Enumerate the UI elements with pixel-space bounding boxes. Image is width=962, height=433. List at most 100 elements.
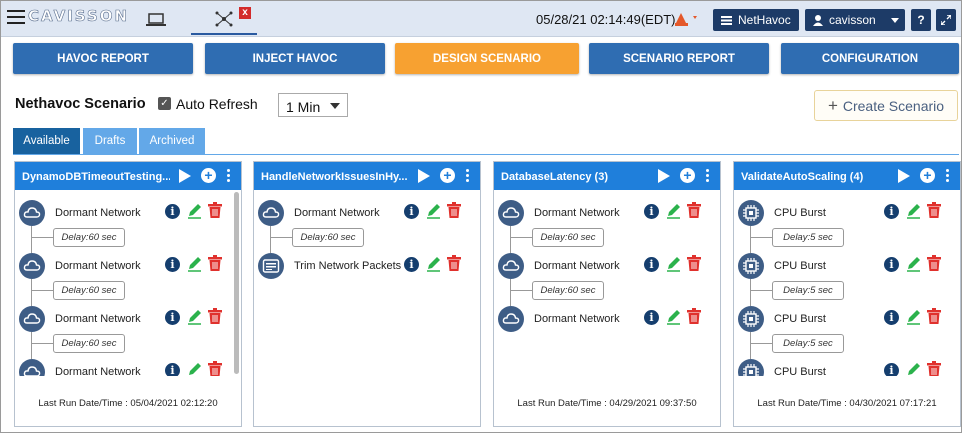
info-icon[interactable]: i <box>165 204 180 219</box>
scrollbar[interactable] <box>234 192 239 374</box>
refresh-interval-select[interactable]: 1 Min <box>278 93 348 117</box>
expand-icon <box>941 15 951 25</box>
card-title[interactable]: DatabaseLatency (3) <box>501 171 608 183</box>
connector-line <box>750 343 772 344</box>
edit-icon[interactable] <box>665 308 682 330</box>
edit-icon[interactable] <box>186 361 203 376</box>
delete-icon[interactable] <box>207 202 223 224</box>
delay-badge[interactable]: Delay:5 sec <box>772 228 844 247</box>
delete-icon[interactable] <box>207 308 223 330</box>
user-menu-button[interactable]: cavisson <box>805 9 905 31</box>
info-icon[interactable]: i <box>644 310 659 325</box>
auto-refresh-label: Auto Refresh <box>176 96 258 112</box>
info-icon[interactable]: i <box>404 257 419 272</box>
info-icon[interactable]: i <box>165 363 180 376</box>
tab-scenario-report[interactable]: SCENARIO REPORT <box>589 43 769 74</box>
edit-icon[interactable] <box>905 361 922 376</box>
delay-badge[interactable]: Delay:60 sec <box>292 228 364 247</box>
play-icon[interactable] <box>658 169 670 183</box>
card-title[interactable]: DynamoDBTimeoutTesting... <box>22 171 170 183</box>
edit-icon[interactable] <box>186 202 203 224</box>
info-icon[interactable]: i <box>644 257 659 272</box>
delete-icon[interactable] <box>686 308 702 330</box>
delay-badge[interactable]: Delay:60 sec <box>532 281 604 300</box>
delay-badge[interactable]: Delay:5 sec <box>772 334 844 353</box>
info-icon[interactable]: i <box>884 257 899 272</box>
subtab-archived[interactable]: Archived <box>139 128 205 154</box>
play-icon[interactable] <box>179 169 191 183</box>
delete-icon[interactable] <box>207 255 223 277</box>
user-icon <box>813 14 823 26</box>
delete-icon[interactable] <box>926 308 942 330</box>
edit-icon[interactable] <box>425 202 442 224</box>
delete-icon[interactable] <box>926 255 942 277</box>
alert-icon[interactable] <box>673 9 703 27</box>
more-vert-icon[interactable] <box>946 169 950 184</box>
delete-icon[interactable] <box>686 255 702 277</box>
delete-icon[interactable] <box>446 202 462 224</box>
nethavoc-button[interactable]: NetHavoc <box>713 9 799 31</box>
delay-badge[interactable]: Delay:60 sec <box>53 334 125 353</box>
subtab-drafts[interactable]: Drafts <box>83 128 137 154</box>
play-icon[interactable] <box>898 169 910 183</box>
info-icon[interactable]: i <box>404 204 419 219</box>
auto-refresh-checkbox[interactable]: ✓ <box>158 97 171 110</box>
close-icon[interactable]: x <box>239 7 251 19</box>
more-vert-icon[interactable] <box>706 169 710 184</box>
node-label: Dormant Network <box>534 313 620 325</box>
more-vert-icon[interactable] <box>227 169 231 184</box>
delete-icon[interactable] <box>446 255 462 277</box>
delete-icon[interactable] <box>207 361 223 376</box>
list-icon <box>721 15 732 25</box>
connector-line <box>31 343 53 344</box>
tab-havoc-report[interactable]: HAVOC REPORT <box>13 43 193 74</box>
tab-configuration[interactable]: CONFIGURATION <box>781 43 959 74</box>
create-scenario-button[interactable]: + Create Scenario <box>814 90 958 121</box>
info-icon[interactable]: i <box>884 310 899 325</box>
tab-inject-havoc[interactable]: INJECT HAVOC <box>205 43 385 74</box>
add-icon[interactable]: + <box>201 168 216 183</box>
subtab-available[interactable]: Available <box>13 128 80 154</box>
tab-design-scenario[interactable]: DESIGN SCENARIO <box>395 43 579 74</box>
card-header: DatabaseLatency (3) + <box>494 162 720 190</box>
delete-icon[interactable] <box>926 202 942 224</box>
add-icon[interactable]: + <box>920 168 935 183</box>
delete-icon[interactable] <box>926 361 942 376</box>
card-title[interactable]: ValidateAutoScaling (4) <box>741 171 864 183</box>
list-item: Dormant Network i <box>258 200 468 230</box>
delay-badge[interactable]: Delay:5 sec <box>772 281 844 300</box>
edit-icon[interactable] <box>665 202 682 224</box>
edit-icon[interactable] <box>186 308 203 330</box>
expand-button[interactable] <box>936 9 956 31</box>
card-title[interactable]: HandleNetworkIssuesInHy... <box>261 171 408 183</box>
info-icon[interactable]: i <box>884 363 899 376</box>
delay-badge[interactable]: Delay:60 sec <box>53 228 125 247</box>
connector-line <box>31 279 32 306</box>
cpu-icon <box>738 253 764 279</box>
play-icon[interactable] <box>418 169 430 183</box>
info-icon[interactable]: i <box>165 310 180 325</box>
edit-icon[interactable] <box>905 308 922 330</box>
delay-badge[interactable]: Delay:60 sec <box>53 281 125 300</box>
info-icon[interactable]: i <box>644 204 659 219</box>
list-item: CPU Burst i <box>738 253 948 283</box>
menu-icon[interactable] <box>7 10 25 24</box>
edit-icon[interactable] <box>905 202 922 224</box>
help-button[interactable]: ? <box>911 9 931 31</box>
delay-badge[interactable]: Delay:60 sec <box>532 228 604 247</box>
add-icon[interactable]: + <box>680 168 695 183</box>
laptop-tab[interactable] <box>129 5 183 35</box>
edit-icon[interactable] <box>665 255 682 277</box>
refresh-interval-value: 1 Min <box>286 99 321 115</box>
cpu-icon <box>738 359 764 376</box>
edit-icon[interactable] <box>425 255 442 277</box>
edit-icon[interactable] <box>186 255 203 277</box>
list-item: CPU Burst i <box>738 200 948 230</box>
edit-icon[interactable] <box>905 255 922 277</box>
delete-icon[interactable] <box>686 202 702 224</box>
network-tab[interactable]: x <box>191 5 257 35</box>
more-vert-icon[interactable] <box>466 169 470 184</box>
add-icon[interactable]: + <box>440 168 455 183</box>
info-icon[interactable]: i <box>165 257 180 272</box>
info-icon[interactable]: i <box>884 204 899 219</box>
